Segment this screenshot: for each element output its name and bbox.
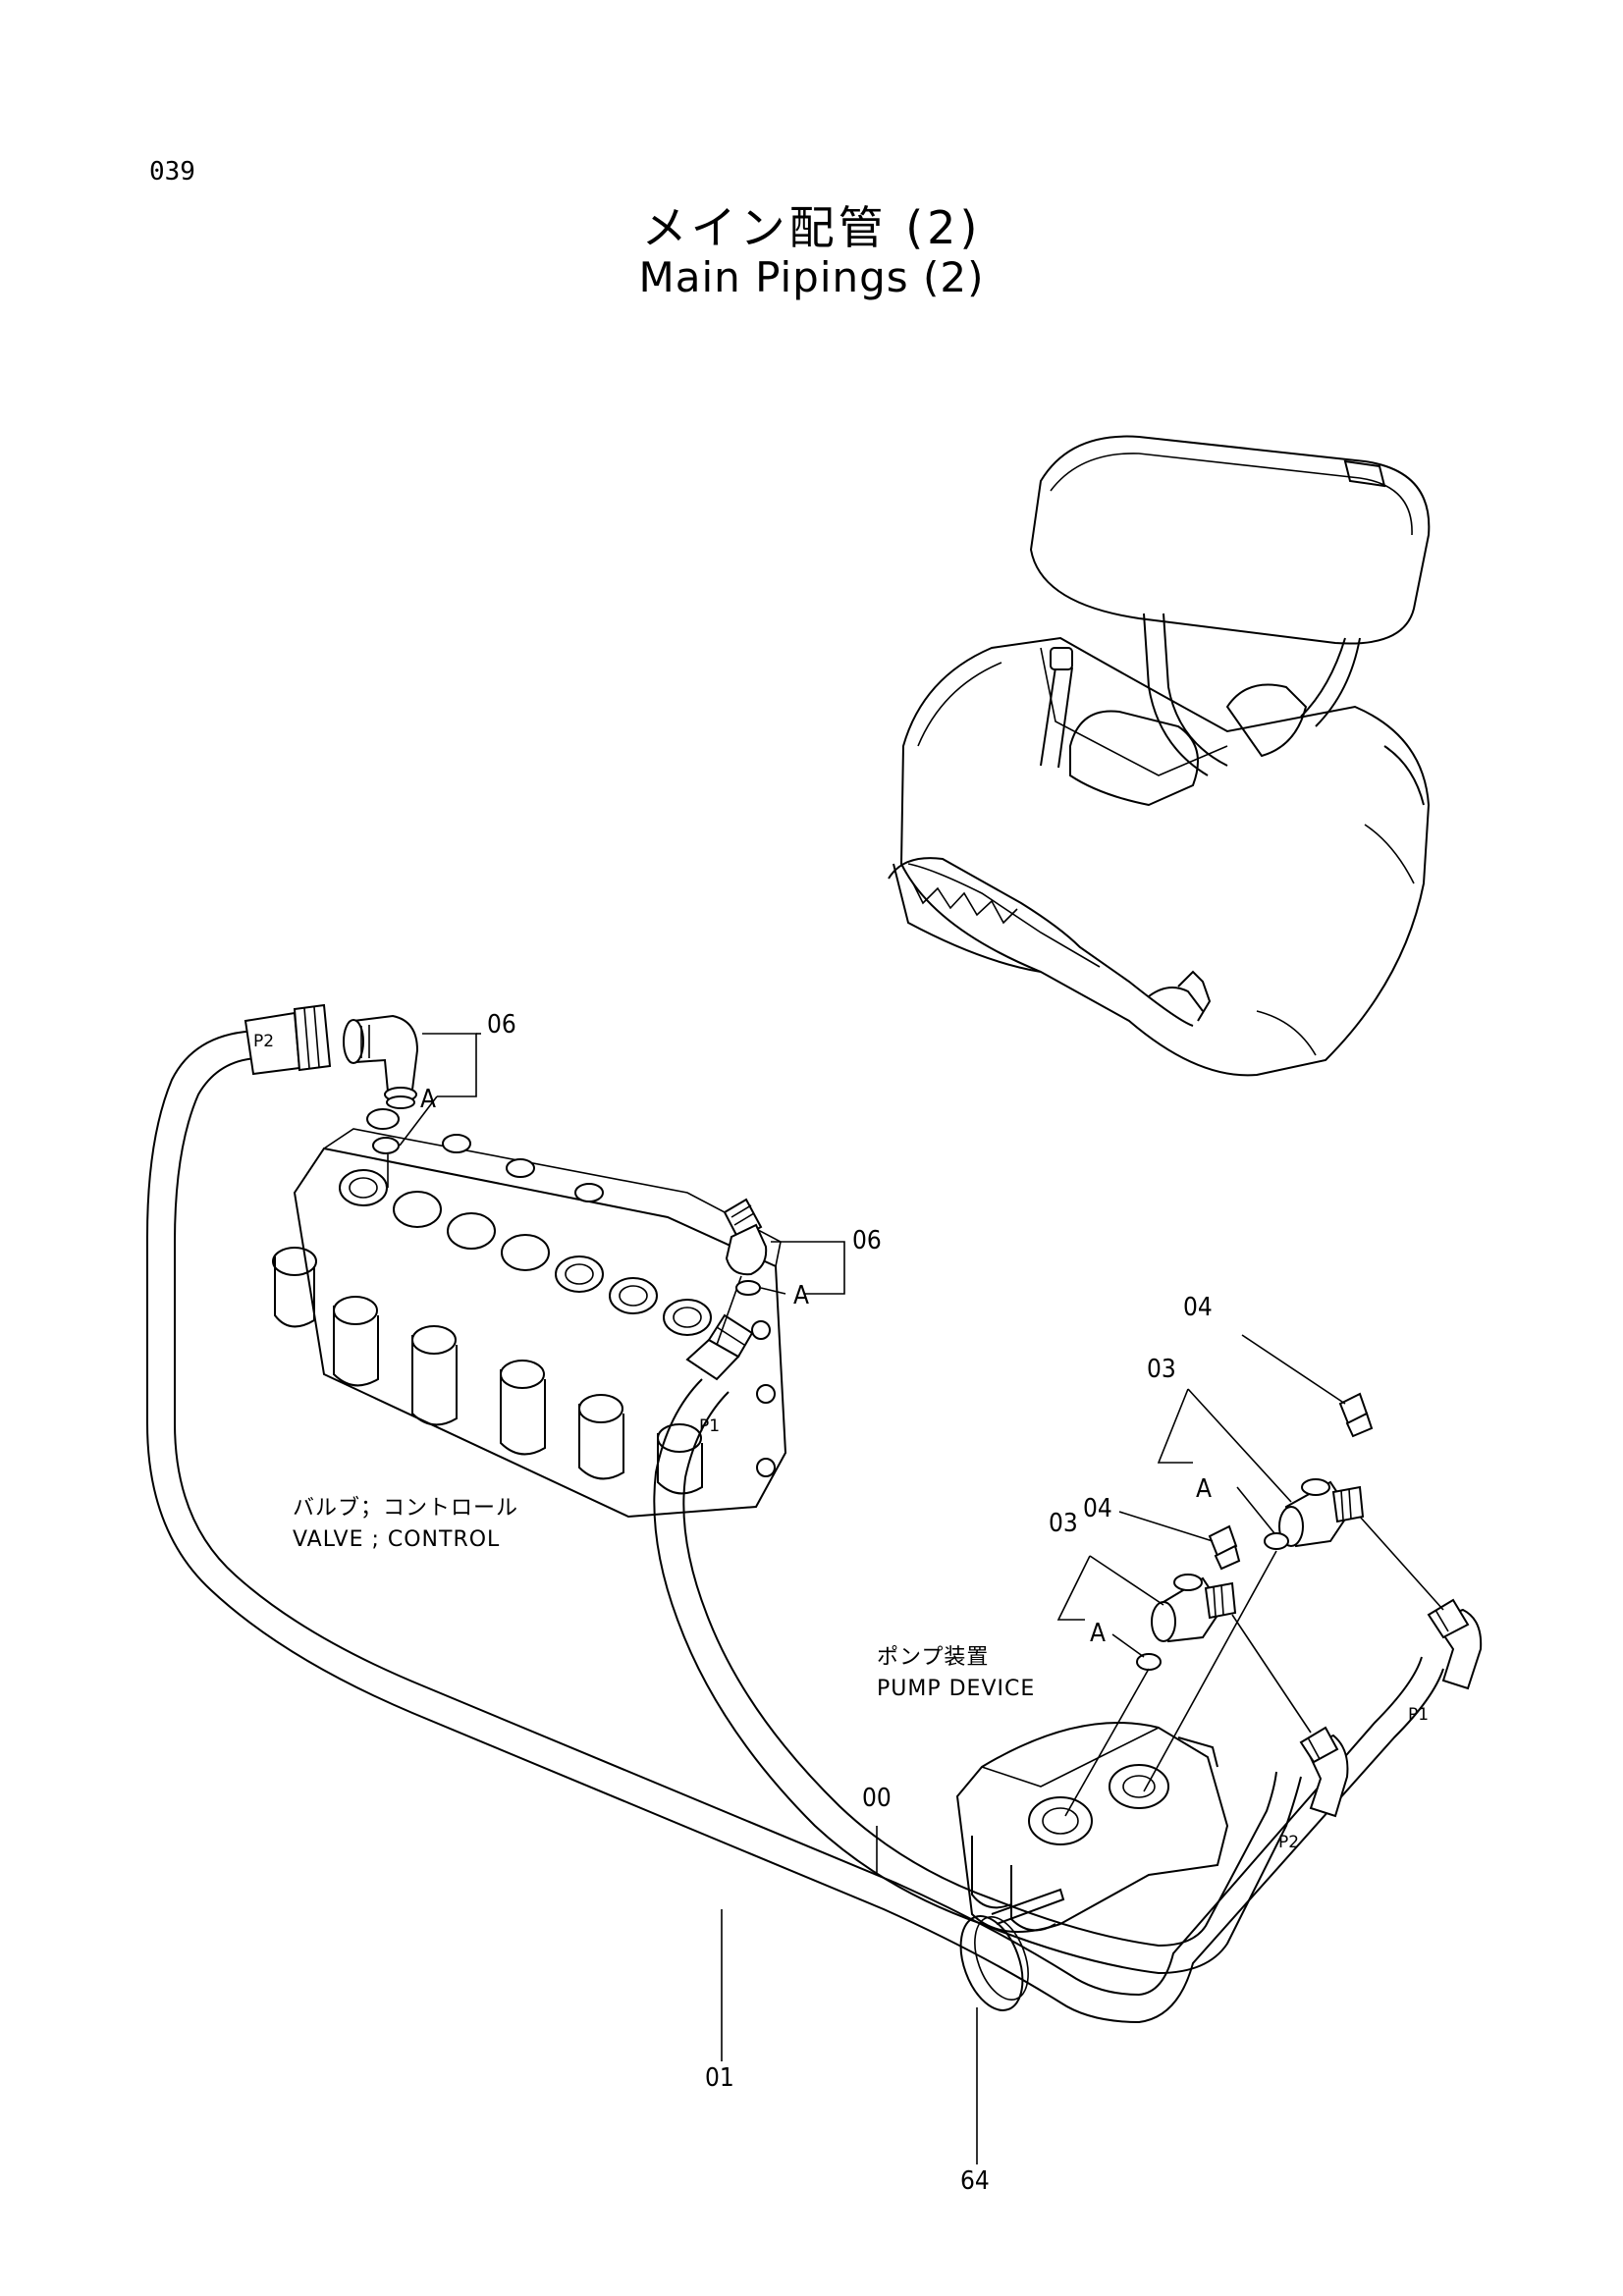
o-ring-mid: [735, 1280, 761, 1296]
hose-clamp-64: [959, 1888, 1065, 2011]
page-number: 039: [149, 157, 195, 187]
valve-caption-jp: バルブ；コントロール: [293, 1496, 518, 1521]
leader-lines: [399, 1033, 1346, 2164]
elbow-fitting-06-top: [343, 1014, 419, 1109]
o-ring-top: [372, 1137, 400, 1154]
o-ring-right-upper: [1264, 1532, 1289, 1550]
hose-00: [653, 1378, 1302, 1975]
hose-end-p2-left: [243, 1003, 332, 1076]
pump-caption-jp: ポンプ装置: [877, 1645, 989, 1670]
port-label-p1-valve: P1: [699, 1416, 720, 1436]
control-valve-illustration: [272, 1108, 787, 1519]
tee-fitting-03-upper: [1278, 1478, 1365, 1548]
page-title-en: Main Pipings (2): [638, 253, 985, 301]
hose-01: [146, 1030, 1444, 2024]
excavator-overview-illustration: [888, 435, 1431, 1077]
callout-03-lower: 03: [1049, 1509, 1078, 1538]
plug-04-lower: [1208, 1524, 1241, 1571]
callout-04-upper: 04: [1183, 1293, 1213, 1322]
callout-06-top: 06: [487, 1010, 516, 1040]
callout-a-top: A: [420, 1085, 436, 1114]
callout-00: 00: [862, 1784, 892, 1813]
callout-a-right-lower: A: [1090, 1619, 1106, 1648]
callout-03-upper: 03: [1147, 1355, 1176, 1384]
callout-a-right-upper: A: [1196, 1474, 1212, 1504]
hose-end-p1-valve: [685, 1313, 754, 1381]
callout-06-mid: 06: [852, 1226, 882, 1255]
o-ring-right-lower: [1136, 1653, 1162, 1671]
tee-fitting-03-lower: [1151, 1574, 1237, 1643]
elbow-p1-right: [1427, 1598, 1483, 1690]
callout-04-lower: 04: [1083, 1494, 1112, 1523]
port-label-p2-right: P2: [1278, 1833, 1299, 1852]
port-label-p2-left: P2: [253, 1032, 274, 1051]
callout-01: 01: [705, 2063, 734, 2093]
callout-64: 64: [960, 2166, 990, 2196]
port-label-p1-right: P1: [1408, 1705, 1429, 1725]
straight-fitting-06-mid: [716, 1198, 768, 1346]
callout-a-mid: A: [793, 1281, 809, 1310]
pump-caption-en: PUMP DEVICE: [877, 1677, 1035, 1701]
valve-caption-en: VALVE ; CONTROL: [293, 1527, 500, 1552]
page-title-jp: メイン配管 (2): [641, 201, 982, 254]
plug-04-upper: [1338, 1392, 1374, 1438]
elbow-p2-right: [1299, 1726, 1349, 1818]
